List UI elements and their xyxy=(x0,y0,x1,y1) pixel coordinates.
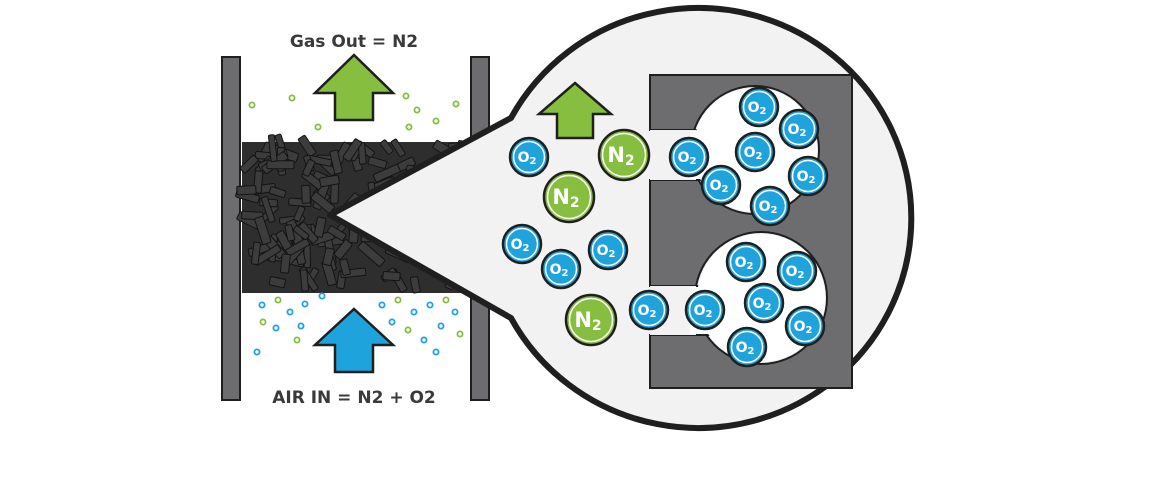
nitrogen-particle xyxy=(442,296,450,304)
sieve-pellet xyxy=(339,258,351,276)
sieve-pellet xyxy=(268,276,286,289)
gas-out-label: Gas Out = N2 xyxy=(290,32,418,52)
nitrogen-particle xyxy=(288,94,296,102)
sieve-pellet xyxy=(329,149,343,175)
oxygen-particle xyxy=(451,308,459,316)
nitrogen-particle xyxy=(248,101,256,109)
oxygen-particle xyxy=(286,308,294,316)
nitrogen-particle xyxy=(274,296,282,304)
sieve-pellet xyxy=(367,156,388,169)
nitrogen-particle xyxy=(259,318,267,326)
o2-molecule: O2 xyxy=(628,289,670,331)
n2-molecule: N2 xyxy=(542,170,596,224)
sieve-pellet xyxy=(239,154,259,174)
o2-molecule: O2 xyxy=(787,155,829,197)
sieve-pellet xyxy=(379,139,394,155)
sieve-pellet xyxy=(299,269,310,292)
sieve-pellet xyxy=(342,138,363,162)
oxygen-particle xyxy=(420,336,428,344)
oxygen-particle xyxy=(272,324,280,332)
sieve-pellet xyxy=(297,134,317,158)
o2-molecule: O2 xyxy=(778,108,820,150)
sieve-pellet xyxy=(390,138,406,158)
sieve-pellet xyxy=(254,215,272,245)
air-in-label: AIR IN = N2 + O2 xyxy=(272,388,436,408)
sieve-pellet xyxy=(322,247,335,266)
sieve-pellet xyxy=(313,216,327,238)
gas-out-arrow-icon xyxy=(311,53,397,122)
oxygen-particle xyxy=(301,300,309,308)
sieve-pellet xyxy=(319,174,340,188)
oxygen-particle xyxy=(253,348,261,356)
nitrogen-out-arrow-icon xyxy=(535,81,615,140)
sieve-pellet xyxy=(284,224,296,242)
o2-molecule: O2 xyxy=(668,136,710,178)
sieve-pellet xyxy=(382,270,401,282)
nitrogen-particle xyxy=(314,123,322,131)
oxygen-particle xyxy=(388,318,396,326)
sieve-pellet xyxy=(236,185,257,196)
oxygen-particle xyxy=(410,308,418,316)
o2-molecule: O2 xyxy=(684,289,726,331)
o2-molecule: O2 xyxy=(725,241,767,283)
sieve-pellet xyxy=(302,159,316,177)
o2-molecule: O2 xyxy=(726,326,768,368)
sieve-pellet xyxy=(310,191,335,214)
sieve-pellet xyxy=(357,241,386,267)
nitrogen-particle xyxy=(293,336,301,344)
o2-molecule: O2 xyxy=(734,131,776,173)
nitrogen-particle xyxy=(452,100,460,108)
oxygen-particle xyxy=(432,348,440,356)
nitrogen-particle xyxy=(456,330,464,338)
oxygen-particle xyxy=(318,292,326,300)
gas-particles xyxy=(248,92,464,356)
oxygen-particle xyxy=(426,301,434,309)
o2-molecule: O2 xyxy=(587,229,629,271)
o2-molecule: O2 xyxy=(776,250,818,292)
oxygen-particle xyxy=(297,322,305,330)
o2-molecule: O2 xyxy=(700,164,742,206)
nitrogen-particle xyxy=(402,92,410,100)
nitrogen-particle xyxy=(405,123,413,131)
sieve-pellet xyxy=(409,276,421,294)
o2-molecule: O2 xyxy=(784,305,826,347)
o2-molecule: O2 xyxy=(501,223,543,265)
o2-molecule: O2 xyxy=(749,185,791,227)
oxygen-particle xyxy=(258,301,266,309)
sieve-pellet xyxy=(372,164,401,183)
sieve-pellet xyxy=(266,160,295,170)
o2-molecule: O2 xyxy=(738,86,780,128)
o2-molecule: O2 xyxy=(540,248,582,290)
sieve-pellet xyxy=(268,186,287,198)
o2-molecule: O2 xyxy=(743,282,785,324)
n2-label: N2 xyxy=(552,185,579,211)
nitrogen-particle xyxy=(432,117,440,125)
nitrogen-particle xyxy=(404,326,412,334)
n2-molecule: N2 xyxy=(597,128,651,182)
oxygen-particle xyxy=(378,301,386,309)
sieve-pellet xyxy=(285,238,310,257)
sieve-pellet xyxy=(293,205,306,222)
column-left-wall xyxy=(221,56,241,401)
sieve-pellet xyxy=(260,196,276,223)
air-in-arrow-icon xyxy=(311,307,397,374)
n2-molecule: N2 xyxy=(564,293,618,347)
oxygen-particle xyxy=(437,322,445,330)
o2-molecule: O2 xyxy=(508,136,550,178)
sieve-pellet xyxy=(301,184,311,204)
sieve-pellet xyxy=(280,253,291,274)
nitrogen-particle xyxy=(413,106,421,114)
sieve-pellet xyxy=(267,134,278,163)
sieve-pellet xyxy=(293,225,310,241)
sieve-pellet xyxy=(327,225,347,241)
nitrogen-particle xyxy=(394,296,402,304)
sieve-pellet xyxy=(251,241,261,265)
